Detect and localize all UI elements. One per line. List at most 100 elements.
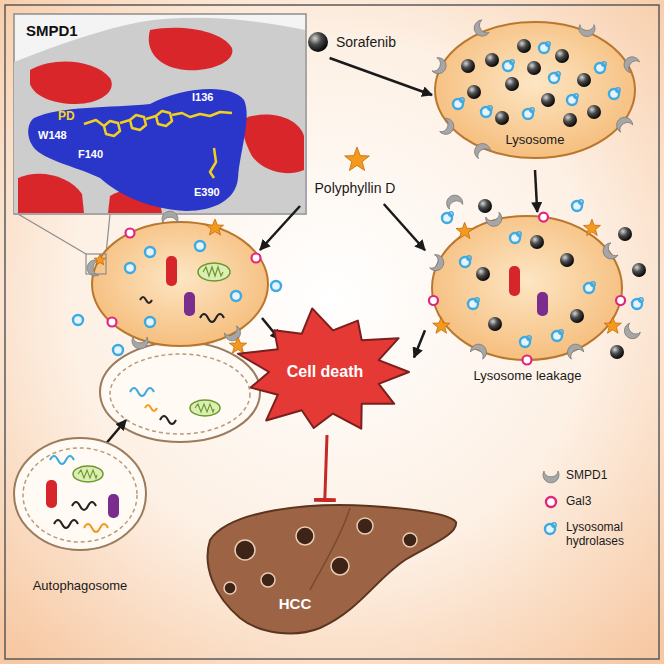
protein-surface-inset <box>149 28 233 71</box>
lysosome-autophagosome-fusion <box>140 297 152 303</box>
legend-text: Gal3 <box>566 494 648 508</box>
lysosome-membrane <box>435 22 635 158</box>
lysosome-autophagosome-fusion <box>160 416 176 424</box>
hydrolase-symbol <box>584 282 595 293</box>
cargo <box>509 266 520 296</box>
tumour-spot <box>261 573 275 587</box>
leaky-lysosome: Lysosome leakage <box>425 212 634 394</box>
hydrolase-symbol <box>468 298 479 309</box>
node-shape <box>425 212 634 394</box>
drug-ball <box>555 49 569 63</box>
compound-star <box>433 317 450 333</box>
hydrolase-symbol <box>523 109 533 119</box>
lysosome-autophagosome-fusion <box>203 267 223 276</box>
residue-label: W148 <box>38 129 67 141</box>
hydrolase-symbol <box>442 213 452 223</box>
hydrolase-symbol <box>539 42 550 53</box>
smpd1-symbol <box>621 54 640 74</box>
lysosome-autophagosome-fusion <box>87 211 243 349</box>
protein-surface-inset <box>172 112 232 117</box>
drug-item: Sorafenib <box>306 26 424 58</box>
hydrolase-symbol <box>602 62 606 66</box>
hydrolase-symbol <box>453 99 463 109</box>
hydrolase-symbol <box>639 298 643 302</box>
lysosome-autophagosome-fusion <box>108 229 261 327</box>
hydrolase-symbol <box>460 98 464 102</box>
lysosome-autophagosome-fusion <box>190 400 220 416</box>
node-label: Lysosome leakage <box>425 368 630 384</box>
lysosome-autophagosome-fusion <box>231 291 241 301</box>
lysosome-autophagosome-fusion <box>198 263 230 281</box>
drug-ball <box>570 309 584 323</box>
lysosome-autophagosome-fusion <box>224 325 244 343</box>
node-label: SMPD1 <box>26 22 116 40</box>
hydrolase-symbol <box>449 212 453 216</box>
hydrolase-symbol <box>520 336 531 347</box>
compound-star <box>456 222 473 238</box>
gal3-symbol <box>616 296 625 305</box>
hydrolase-symbol <box>567 95 577 105</box>
drug-ball <box>488 317 502 331</box>
hydrolase-symbol <box>546 42 550 46</box>
smpd1-symbol <box>432 57 449 76</box>
hydrolase-symbol <box>609 89 619 99</box>
hydrolase-symbol <box>539 43 549 53</box>
mitochondrion <box>78 470 97 478</box>
residue-label: I136 <box>192 91 213 103</box>
liver-lobe-line <box>310 508 350 590</box>
protein-surface-inset <box>18 214 110 254</box>
lysosome-autophagosome-fusion <box>195 241 205 251</box>
inner-membrane <box>23 448 137 542</box>
tumour-spot <box>403 533 417 547</box>
drug-ball <box>530 235 544 249</box>
cargo-squiggle <box>50 456 74 464</box>
smpd1-symbol <box>439 117 456 136</box>
legend-swatch <box>552 523 556 527</box>
residue-label: F140 <box>78 148 103 160</box>
hydrolase-symbol <box>468 299 478 309</box>
hydrolase-symbol <box>584 283 594 293</box>
hydrolase-symbol <box>609 88 620 99</box>
lysosome-autophagosome-fusion <box>162 211 178 223</box>
gal3-symbol <box>429 296 438 305</box>
protein-surface-inset <box>14 18 305 213</box>
protein-surface-inset <box>156 111 172 126</box>
hydrolase-symbol <box>632 299 642 309</box>
legend-swatch <box>540 492 562 512</box>
lysosome-autophagosome-fusion <box>229 337 246 353</box>
hydrolase-symbol <box>453 98 464 109</box>
hydrolase-symbol <box>549 73 559 83</box>
lysosome-autophagosome-fusion <box>130 388 154 396</box>
gal3-symbol <box>539 213 548 222</box>
hydrolase-symbol <box>552 331 562 341</box>
lysosome-autophagosome-fusion <box>110 354 250 434</box>
hydrolase-symbol <box>510 233 520 243</box>
connector-arrow <box>330 58 432 95</box>
node-shape <box>10 432 154 602</box>
lysosome-autophagosome-fusion <box>113 345 123 355</box>
lysosome-organelle: Lysosome <box>432 20 638 170</box>
node-label: Sorafenib <box>336 34 422 51</box>
lysosome-autophagosome-fusion <box>132 337 148 349</box>
legend-text: Lysosomal hydrolases <box>566 520 648 549</box>
burst-outline <box>238 308 409 428</box>
residue-label: E390 <box>194 186 220 198</box>
hydrolase-symbol <box>481 106 492 117</box>
hydrolase-symbol <box>460 256 471 267</box>
smpd1-symbol <box>621 323 641 342</box>
compound-star <box>604 317 621 333</box>
drug-ball <box>541 93 555 107</box>
cargo-squiggle <box>54 520 78 528</box>
lysosome-membrane <box>432 216 622 360</box>
hydrolase-symbol <box>559 330 563 334</box>
cargo-squiggle <box>84 524 108 532</box>
cargo <box>108 494 119 518</box>
node-shape <box>14 14 306 214</box>
hydrolase-symbol <box>572 200 583 211</box>
hydrolase-symbol <box>510 60 514 64</box>
legend-swatch <box>540 518 562 538</box>
smpd1-symbol <box>444 193 463 210</box>
